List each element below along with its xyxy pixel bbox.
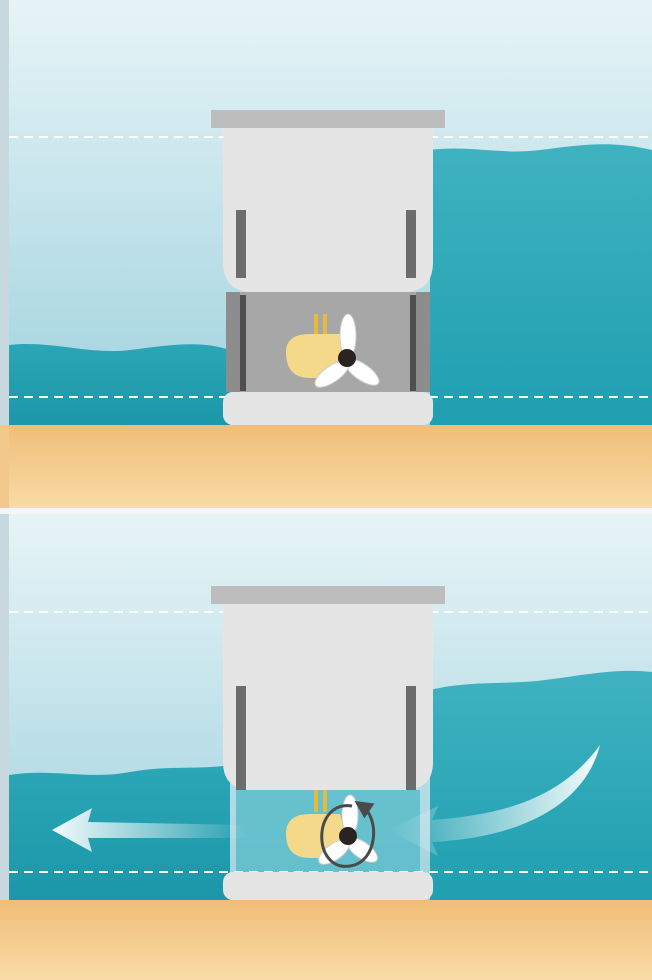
rotation-arrow-icon bbox=[320, 800, 376, 868]
water-high-side bbox=[430, 144, 652, 425]
barrage-base bbox=[223, 392, 433, 425]
turbine-sluice-closed bbox=[0, 0, 652, 510]
guide-rail-left bbox=[236, 686, 246, 790]
guide-rail-right bbox=[406, 686, 416, 790]
barrage-top-cap bbox=[211, 586, 445, 604]
seabed bbox=[0, 900, 652, 980]
barrage-top-cap bbox=[211, 110, 445, 128]
left-edge-strip bbox=[0, 514, 9, 900]
barrage-base bbox=[223, 872, 433, 900]
gate-rail-right bbox=[410, 295, 416, 391]
guide-rail-right bbox=[406, 210, 416, 278]
flow-arrow-right bbox=[388, 745, 600, 856]
water-low-side bbox=[9, 343, 230, 425]
barrage-body bbox=[223, 604, 433, 790]
panel-divider bbox=[0, 508, 652, 514]
turbine-shaft bbox=[314, 314, 318, 336]
turbine-shaft-2 bbox=[323, 314, 327, 336]
gate-rail-left bbox=[240, 295, 246, 391]
turbine-hub bbox=[338, 349, 356, 367]
tidal-turbine-icon bbox=[286, 790, 378, 868]
guide-rail-left bbox=[236, 210, 246, 278]
turbine-sluice-open bbox=[0, 514, 652, 980]
turbine-hub bbox=[339, 827, 357, 845]
sluice-gate-closed bbox=[226, 292, 240, 392]
left-edge-strip bbox=[0, 0, 9, 425]
water-high-side bbox=[430, 670, 652, 900]
turbine-shaft-2 bbox=[323, 790, 327, 812]
barrage-body bbox=[223, 128, 433, 292]
tidal-turbine-icon bbox=[286, 313, 380, 388]
turbine-shaft bbox=[314, 790, 318, 812]
sluice-gate-closed-right bbox=[416, 292, 430, 392]
water-flow-arrow-icon bbox=[52, 745, 600, 856]
flow-arrow-left bbox=[52, 808, 250, 852]
seabed bbox=[9, 425, 652, 510]
